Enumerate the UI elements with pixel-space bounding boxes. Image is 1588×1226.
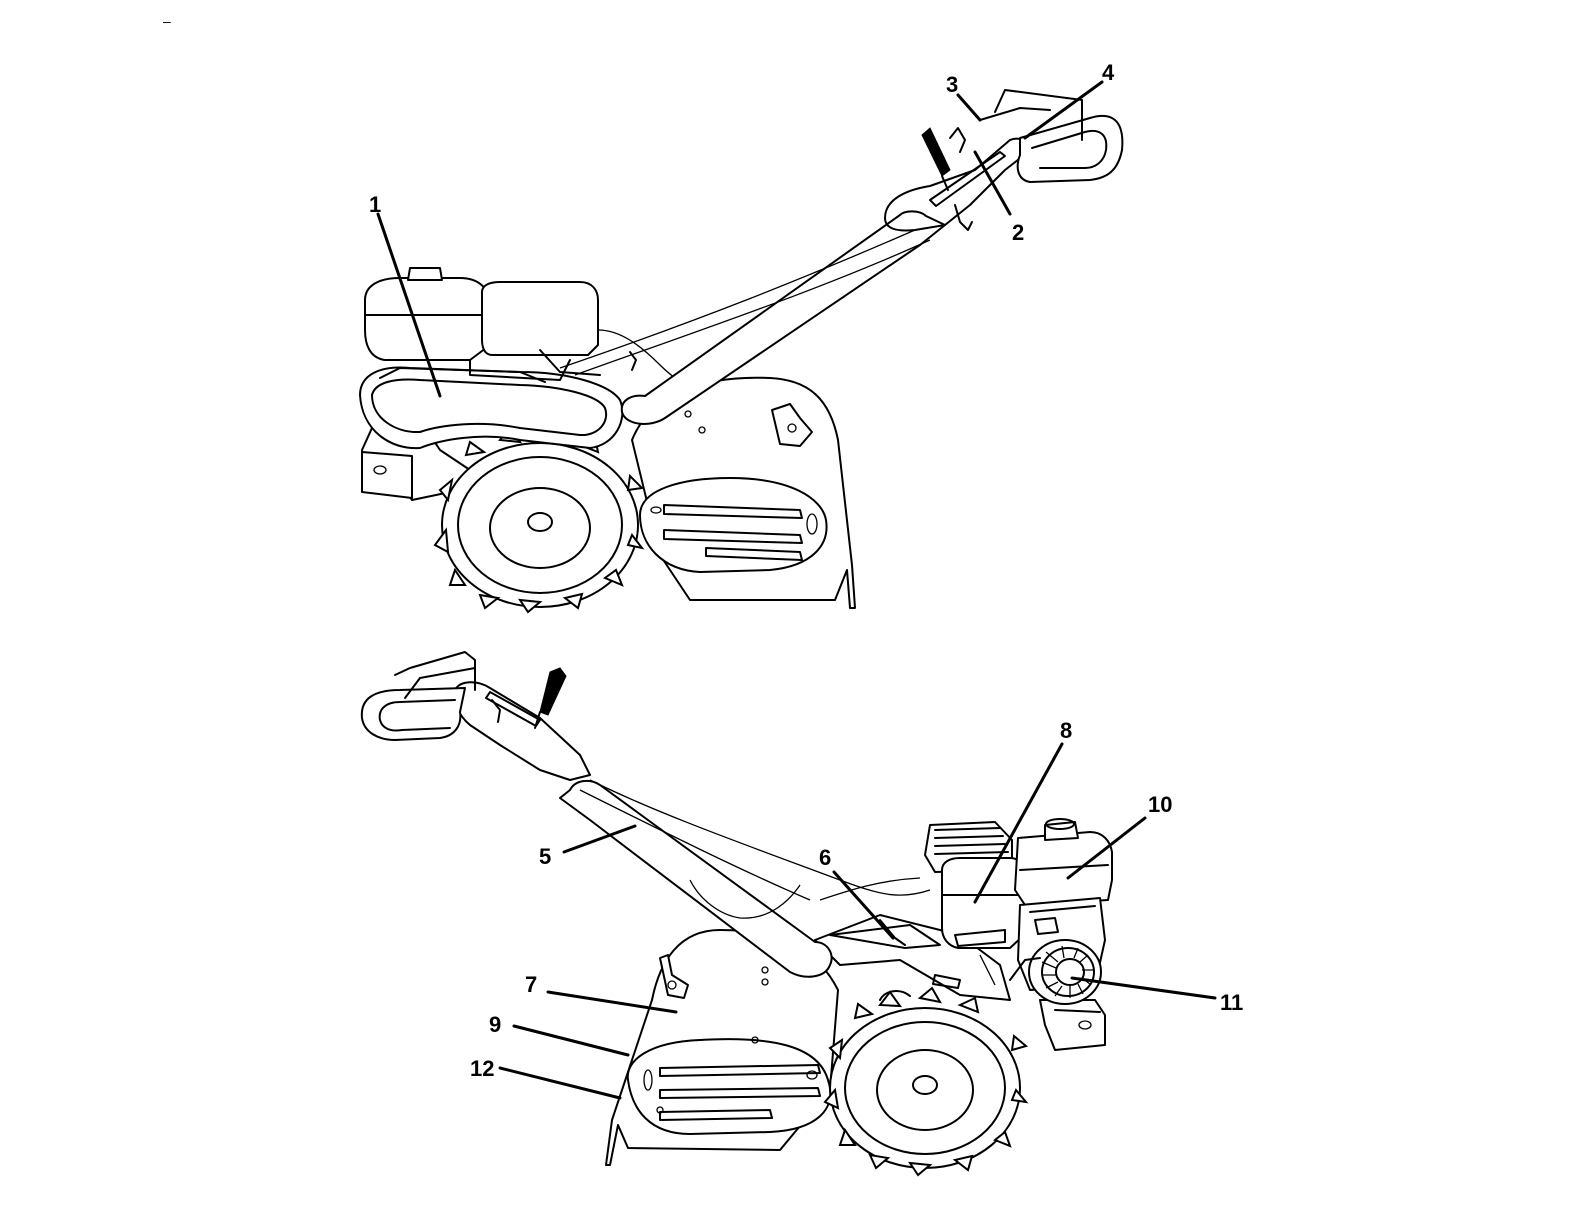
callout-1: 1 (369, 192, 381, 217)
leader-6 (832, 870, 895, 940)
handlebar-top (559, 89, 1124, 425)
corner-mark: – (163, 13, 171, 29)
leader-7 (546, 990, 678, 1014)
callout-labels: 1 2 3 4 5 6 7 8 9 10 11 12 (369, 60, 1243, 1081)
leader-2 (973, 150, 1012, 216)
wheel-bottom (823, 986, 1029, 1177)
tiller-top-view (359, 80, 1124, 614)
leader-1 (376, 212, 442, 398)
callout-7: 7 (525, 972, 537, 997)
callout-6: 6 (819, 845, 831, 870)
engine-bottom (924, 818, 1113, 1005)
tine-hood-top (631, 376, 856, 609)
callout-4: 4 (1102, 60, 1115, 85)
leader-11 (1070, 976, 1217, 1000)
callout-leaders-top (376, 80, 1104, 398)
leader-10 (1066, 816, 1147, 880)
leader-5 (562, 824, 637, 854)
tine-hood-bottom (605, 929, 839, 1166)
leader-12 (498, 1066, 622, 1100)
callout-10: 10 (1148, 792, 1172, 817)
callout-leaders-bottom (498, 742, 1217, 1100)
leader-8 (973, 742, 1064, 904)
leader-3 (956, 93, 982, 122)
callout-9: 9 (489, 1012, 501, 1037)
callout-8: 8 (1060, 718, 1072, 743)
leader-9 (512, 1024, 630, 1057)
callout-11: 11 (1220, 990, 1243, 1015)
leader-4 (1023, 80, 1104, 140)
callout-2: 2 (1012, 220, 1024, 245)
wheel-top (433, 426, 645, 614)
tiller-bottom-view (360, 651, 1217, 1177)
callout-3: 3 (946, 72, 958, 97)
engine-top (364, 267, 756, 388)
fender-top (359, 366, 624, 450)
front-bracket-bottom (1039, 999, 1106, 1051)
callout-5: 5 (539, 844, 551, 869)
callout-12: 12 (470, 1056, 494, 1081)
